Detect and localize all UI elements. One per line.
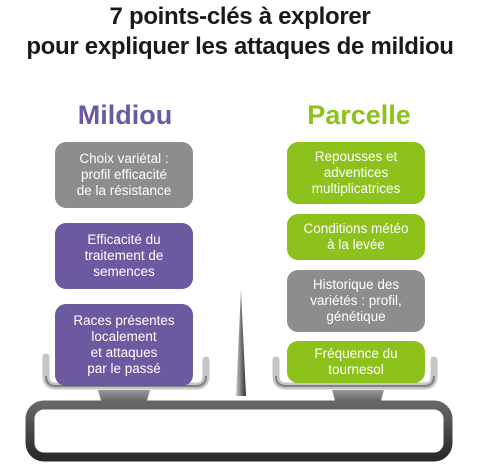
column-heading-mildiou: Mildiou	[77, 100, 173, 130]
scale-needle	[236, 290, 246, 396]
box-efficacite-traitement: Efficacité du traitement de semences	[55, 223, 193, 289]
box-conditions-meteo: Conditions météo à la levée	[287, 214, 425, 260]
box-races-presentes: Races présentes localement et attaques p…	[55, 304, 193, 386]
box-repousses-adventices: Repousses et adventices multiplicatrices	[287, 142, 425, 204]
title-line-2: pour expliquer les attaques de mildiou	[26, 33, 454, 60]
box-frequence-tournesol: Fréquence du tournesol	[287, 341, 425, 383]
box-choix-varietal: Choix variétal : profil efficacité de la…	[55, 142, 193, 208]
diagram-title: 7 points-clés à explorer pour expliquer …	[0, 2, 480, 62]
box-historique-varietes: Historique des variétés : profil, généti…	[287, 270, 425, 332]
title-line-1: 7 points-clés à explorer	[109, 3, 371, 30]
column-heading-parcelle: Parcelle	[307, 100, 411, 130]
scale-base	[25, 400, 453, 462]
